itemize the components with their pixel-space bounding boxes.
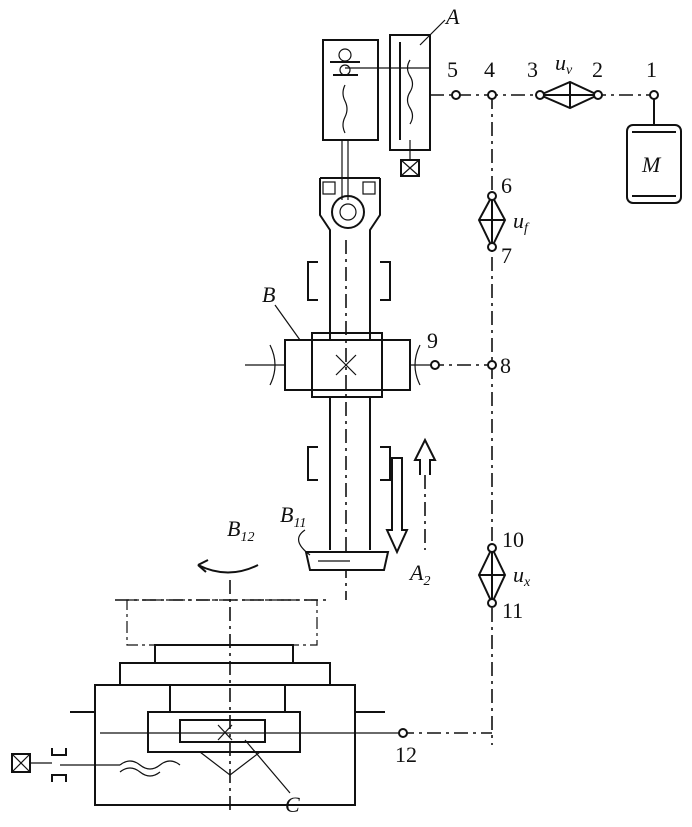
node-label-10: 10 bbox=[502, 527, 524, 552]
node-2 bbox=[593, 90, 603, 100]
index-ratio-ux: ux bbox=[477, 545, 531, 606]
node-10 bbox=[487, 543, 497, 553]
label-B: B bbox=[262, 282, 275, 307]
node-label-7: 7 bbox=[501, 243, 512, 268]
motor: M bbox=[626, 124, 682, 204]
label-A: A bbox=[444, 4, 460, 29]
crank-housing bbox=[322, 39, 379, 141]
worm-gear-B bbox=[245, 240, 432, 600]
label-ux: ux bbox=[513, 562, 531, 590]
label-M: M bbox=[641, 152, 662, 177]
upper-guides bbox=[307, 261, 391, 301]
node-label-1: 1 bbox=[646, 57, 657, 82]
label-C: C bbox=[285, 792, 300, 817]
node-3 bbox=[535, 90, 545, 100]
node-8 bbox=[487, 360, 497, 370]
node-label-9: 9 bbox=[427, 328, 438, 353]
node-label-11: 11 bbox=[502, 598, 523, 623]
chain-nodes bbox=[398, 90, 659, 738]
node-9 bbox=[430, 360, 440, 370]
node-4 bbox=[487, 90, 497, 100]
node-1 bbox=[649, 90, 659, 100]
connecting-rod bbox=[319, 140, 381, 340]
node-label-5: 5 bbox=[447, 57, 458, 82]
node-11 bbox=[487, 598, 497, 608]
worktable bbox=[11, 580, 400, 810]
label-A2: A2 bbox=[408, 560, 430, 589]
ram-column bbox=[304, 397, 391, 571]
node-label-2: 2 bbox=[592, 57, 603, 82]
node-labels: 1 2 3 4 5 6 7 8 9 10 11 12 bbox=[395, 57, 657, 767]
feed-ratio-uf: uf bbox=[477, 193, 530, 250]
node-label-4: 4 bbox=[484, 57, 495, 82]
node-12 bbox=[398, 728, 408, 738]
cam-A-housing bbox=[345, 34, 431, 177]
node-6 bbox=[487, 191, 497, 201]
speed-ratio-uv: uv bbox=[537, 50, 601, 110]
node-7 bbox=[487, 242, 497, 252]
label-B11: B11 bbox=[280, 502, 306, 531]
label-B12: B12 bbox=[227, 516, 254, 545]
label-uf: uf bbox=[513, 208, 530, 236]
node-label-8: 8 bbox=[500, 353, 511, 378]
node-label-3: 3 bbox=[527, 57, 538, 82]
node-label-6: 6 bbox=[501, 173, 512, 198]
node-label-12: 12 bbox=[395, 742, 417, 767]
node-5 bbox=[451, 90, 461, 100]
transmission-chain bbox=[400, 94, 655, 745]
ram-motion-arrows bbox=[385, 437, 437, 555]
label-uv: uv bbox=[555, 50, 573, 78]
